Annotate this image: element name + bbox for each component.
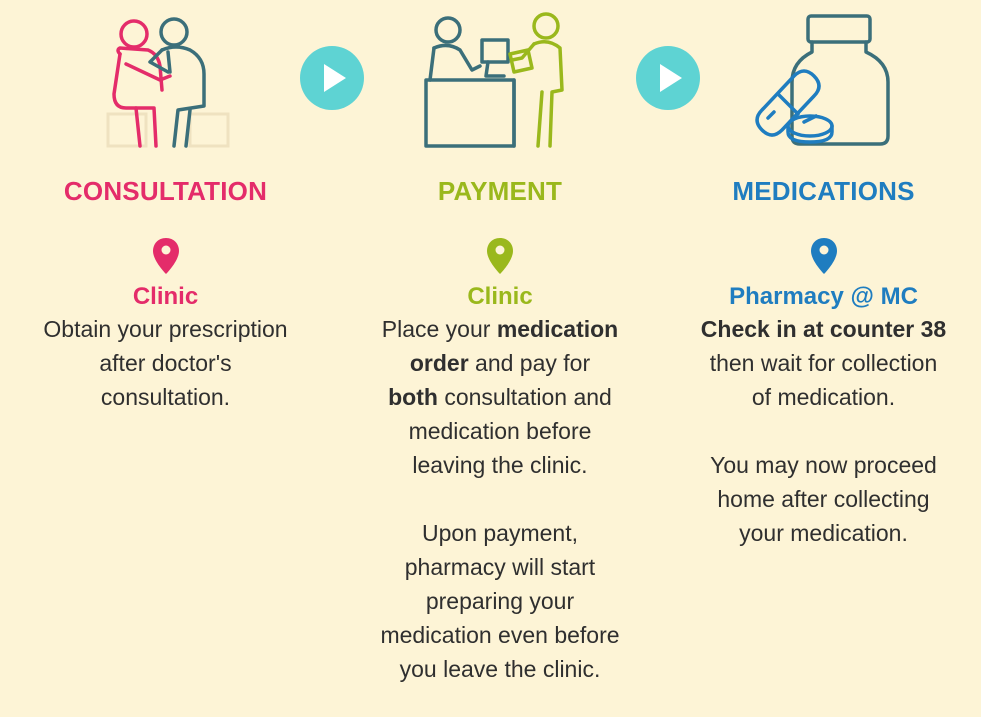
description-line: both consultation and: [380, 380, 619, 414]
step-location: Clinic: [467, 283, 533, 310]
play-arrow-icon: [300, 46, 364, 110]
description-line: Obtain your prescription: [43, 316, 288, 342]
location-pin-icon: [152, 238, 179, 274]
location-pin-icon: [487, 238, 513, 274]
description-line: home after collecting: [717, 486, 930, 512]
description-line: preparing your: [425, 588, 575, 614]
step-payment: PAYMENT Clinic Place your medication ord…: [330, 0, 670, 717]
step-medications: MEDICATIONS Pharmacy @ MC Check in at co…: [666, 0, 981, 717]
description-line: consultation.: [100, 384, 231, 410]
consultation-illustration: [66, 0, 266, 150]
step-location: Clinic: [132, 283, 199, 310]
step-consultation: CONSULTATION Clinic Obtain your prescrip…: [0, 0, 331, 717]
step-description: Place your medication order and pay for …: [380, 312, 619, 686]
description-line: medication before: [408, 418, 592, 444]
step-description: Obtain your prescription after doctor's …: [43, 312, 287, 414]
play-arrow-icon: [636, 46, 700, 110]
step-title: MEDICATIONS: [732, 176, 915, 206]
description-line: of medication.: [751, 384, 896, 410]
text-run-bold: both: [388, 384, 438, 410]
medication-bottle-illustration: [724, 0, 924, 150]
step-title: PAYMENT: [437, 176, 563, 206]
description-line: leaving the clinic.: [412, 452, 588, 478]
description-line: medication even before: [380, 622, 620, 648]
description-line: then wait for collection: [709, 350, 938, 376]
description-line: Place your medication: [380, 312, 619, 346]
text-run: Place your: [381, 316, 497, 342]
step-title: CONSULTATION: [63, 176, 268, 206]
description-line: pharmacy will start: [404, 554, 596, 580]
description-line: after doctor's: [99, 350, 232, 376]
description-line: Upon payment,: [422, 520, 578, 546]
text-run: consultation and: [437, 384, 612, 410]
description-lead: Check in at counter 38: [700, 316, 947, 342]
text-run-bold: order: [409, 350, 469, 376]
text-run: and pay for: [468, 350, 591, 376]
description-line: order and pay for: [380, 346, 619, 380]
text-run-bold: medication: [496, 316, 619, 342]
description-line: you leave the clinic.: [399, 656, 601, 682]
step-description: Check in at counter 38 then wait for col…: [701, 312, 946, 550]
location-pin-icon: [810, 238, 837, 274]
description-line: You may now proceed: [710, 452, 937, 478]
description-line: your medication.: [739, 520, 908, 546]
step-location: Pharmacy @ MC: [729, 283, 918, 310]
payment-illustration: [400, 0, 600, 150]
